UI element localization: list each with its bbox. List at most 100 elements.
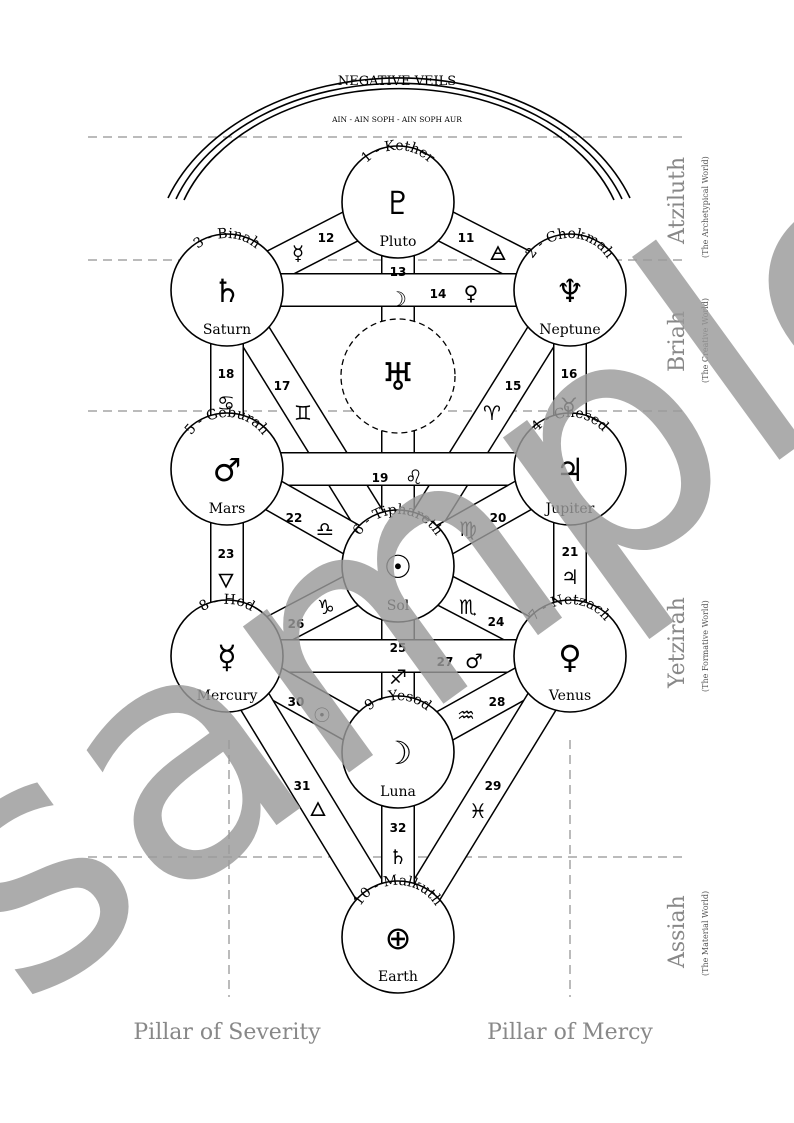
sephira-circle xyxy=(170,412,284,526)
path-symbol-icon: ♏ xyxy=(459,595,477,619)
sephira-chokmah: 2 - Chokmah♆Neptune xyxy=(513,226,627,347)
path-symbol-icon: ♎ xyxy=(316,517,334,541)
path-label-18: 18♋ xyxy=(217,367,235,415)
path-label-12: 12☿ xyxy=(292,231,334,265)
path-number: 16 xyxy=(561,367,578,381)
path-symbol-icon: ♋ xyxy=(217,391,235,415)
path-symbol-icon: ☉ xyxy=(313,703,331,727)
negative-veils xyxy=(167,77,631,201)
planet-symbol-icon: ♆ xyxy=(556,272,585,310)
path-number: 13 xyxy=(390,265,407,279)
world-briah: Briah xyxy=(665,311,690,372)
planet-symbol-icon: ♀ xyxy=(558,638,581,676)
planet-name: Sol xyxy=(387,598,410,614)
sephira-tiphareth: 6 - Tiphareth☉Sol xyxy=(341,502,455,623)
path-label-13: 13 ☽ xyxy=(389,265,407,311)
path-symbol-icon: ♈ xyxy=(483,401,501,425)
path-label-32: 32♄ xyxy=(389,821,407,869)
sephira-yesod: 9 - Yesod☽Luna xyxy=(341,688,455,809)
path-symbol-icon: ♂ xyxy=(465,649,483,673)
path-number: 24 xyxy=(488,615,505,629)
planet-name: Jupiter xyxy=(544,501,595,517)
path-symbol-icon: 🜄 xyxy=(217,569,234,593)
path-label-15: 15 ♈ xyxy=(483,379,521,425)
path-symbol-icon: ♉ xyxy=(560,393,578,417)
sephira-kether: 1 - Kether♇Pluto xyxy=(341,138,455,259)
pillar-severity-label: Pillar of Severity xyxy=(133,1020,321,1045)
planet-symbol-icon: ☉ xyxy=(384,548,413,586)
sephira-circle xyxy=(341,695,455,809)
path-symbol-icon: ♄ xyxy=(389,845,407,869)
path-label-14: 14♀ xyxy=(430,281,479,305)
sephira-circle xyxy=(170,233,284,347)
path-label-11: 11 🜁 xyxy=(458,231,507,265)
world-atziluth: Atziluth xyxy=(665,157,690,245)
veil-arc-outer xyxy=(167,77,631,199)
path-labels-layer: 11 🜁 12☿ 13 ☽ 14♀ 15 ♈ 16 ♉ 17♊ 18♋ 19 ♌ 20 ♍ 21 ♃ 22 ♎ 23 🜄 2… xyxy=(217,231,579,869)
path-label-21: 21 ♃ xyxy=(561,545,579,589)
path-number: 20 xyxy=(490,511,507,525)
path-label-31: 31🜂 xyxy=(294,779,327,821)
daath-circle xyxy=(340,318,456,434)
path-number: 11 xyxy=(458,231,475,245)
veils-title: NEGATIVE VEILS xyxy=(338,74,456,89)
path-symbol-icon: 🜁 xyxy=(489,241,506,265)
planet-name: Neptune xyxy=(539,322,600,338)
path-label-16: 16 ♉ xyxy=(560,367,578,417)
path-number: 23 xyxy=(218,547,235,561)
path-label-19: 19 ♌ xyxy=(372,465,423,489)
veil-arc-middle xyxy=(175,82,623,200)
path-number: 28 xyxy=(489,695,506,709)
world-labels: Atziluth (The Archetypical World) Briah … xyxy=(665,156,710,976)
path-label-20: 20 ♍ xyxy=(459,511,506,541)
path-number: 21 xyxy=(562,545,579,559)
path-number: 26 xyxy=(288,617,305,631)
planet-symbol-icon: ☽ xyxy=(384,734,413,772)
sephira-netzach: 7 - Netzach♀Venus xyxy=(513,592,627,713)
planet-name: Earth xyxy=(378,969,418,985)
path-label-28: 28 ♒ xyxy=(457,695,505,727)
planet-name: Luna xyxy=(380,784,416,800)
path-number: 25 xyxy=(390,641,407,655)
world-atziluth-sub: (The Archetypical World) xyxy=(701,156,710,258)
path-number: 12 xyxy=(318,231,335,245)
path-number: 22 xyxy=(286,511,303,525)
planet-symbol-icon: ♇ xyxy=(384,184,413,222)
sephira-circle xyxy=(513,412,627,526)
path-symbol-icon: ♊ xyxy=(294,401,312,425)
path-label-22: 22 ♎ xyxy=(286,511,334,541)
veils-subtitle: AIN - AIN SOPH - AIN SOPH AUR xyxy=(331,115,462,124)
planet-name: Venus xyxy=(548,688,591,704)
path-symbol-icon: 🜂 xyxy=(309,797,326,821)
path-label-26: 26♑ xyxy=(288,595,335,631)
world-briah-sub: (The Creative World) xyxy=(701,298,710,383)
sephira-circle xyxy=(341,880,455,994)
sephira-circle xyxy=(513,599,627,713)
planet-symbol-icon: ♂ xyxy=(213,451,242,489)
planet-name: Pluto xyxy=(380,234,417,250)
path-label-30: 30 ☉ xyxy=(288,695,331,727)
planet-name: Saturn xyxy=(203,322,251,338)
world-assiah: Assiah xyxy=(665,895,690,969)
path-symbol-icon: ♃ xyxy=(561,565,579,589)
path-number: 30 xyxy=(288,695,305,709)
path-number: 29 xyxy=(485,779,502,793)
path-symbol-icon: ♍ xyxy=(459,517,477,541)
world-yetzirah-sub: (The Formative World) xyxy=(701,600,710,692)
world-assiah-sub: (The Material World) xyxy=(701,891,710,976)
path-symbol-icon: ♌ xyxy=(405,465,423,489)
path-number: 15 xyxy=(505,379,522,393)
path-symbol-icon: ♀ xyxy=(464,281,479,305)
path-number: 19 xyxy=(372,471,389,485)
path-label-17: 17♊ xyxy=(274,379,312,425)
planet-symbol-icon: ⊕ xyxy=(385,919,412,957)
veil-arc-inner xyxy=(183,87,615,201)
path-symbol-icon: ♒ xyxy=(457,703,475,727)
path-symbol-icon: ♓ xyxy=(469,799,487,823)
path-symbol-icon: ♐ xyxy=(389,665,407,689)
path-number: 27 xyxy=(437,655,454,669)
path-symbol-icon: ☽ xyxy=(389,287,407,311)
path-label-24: 24 ♏ xyxy=(459,595,504,629)
